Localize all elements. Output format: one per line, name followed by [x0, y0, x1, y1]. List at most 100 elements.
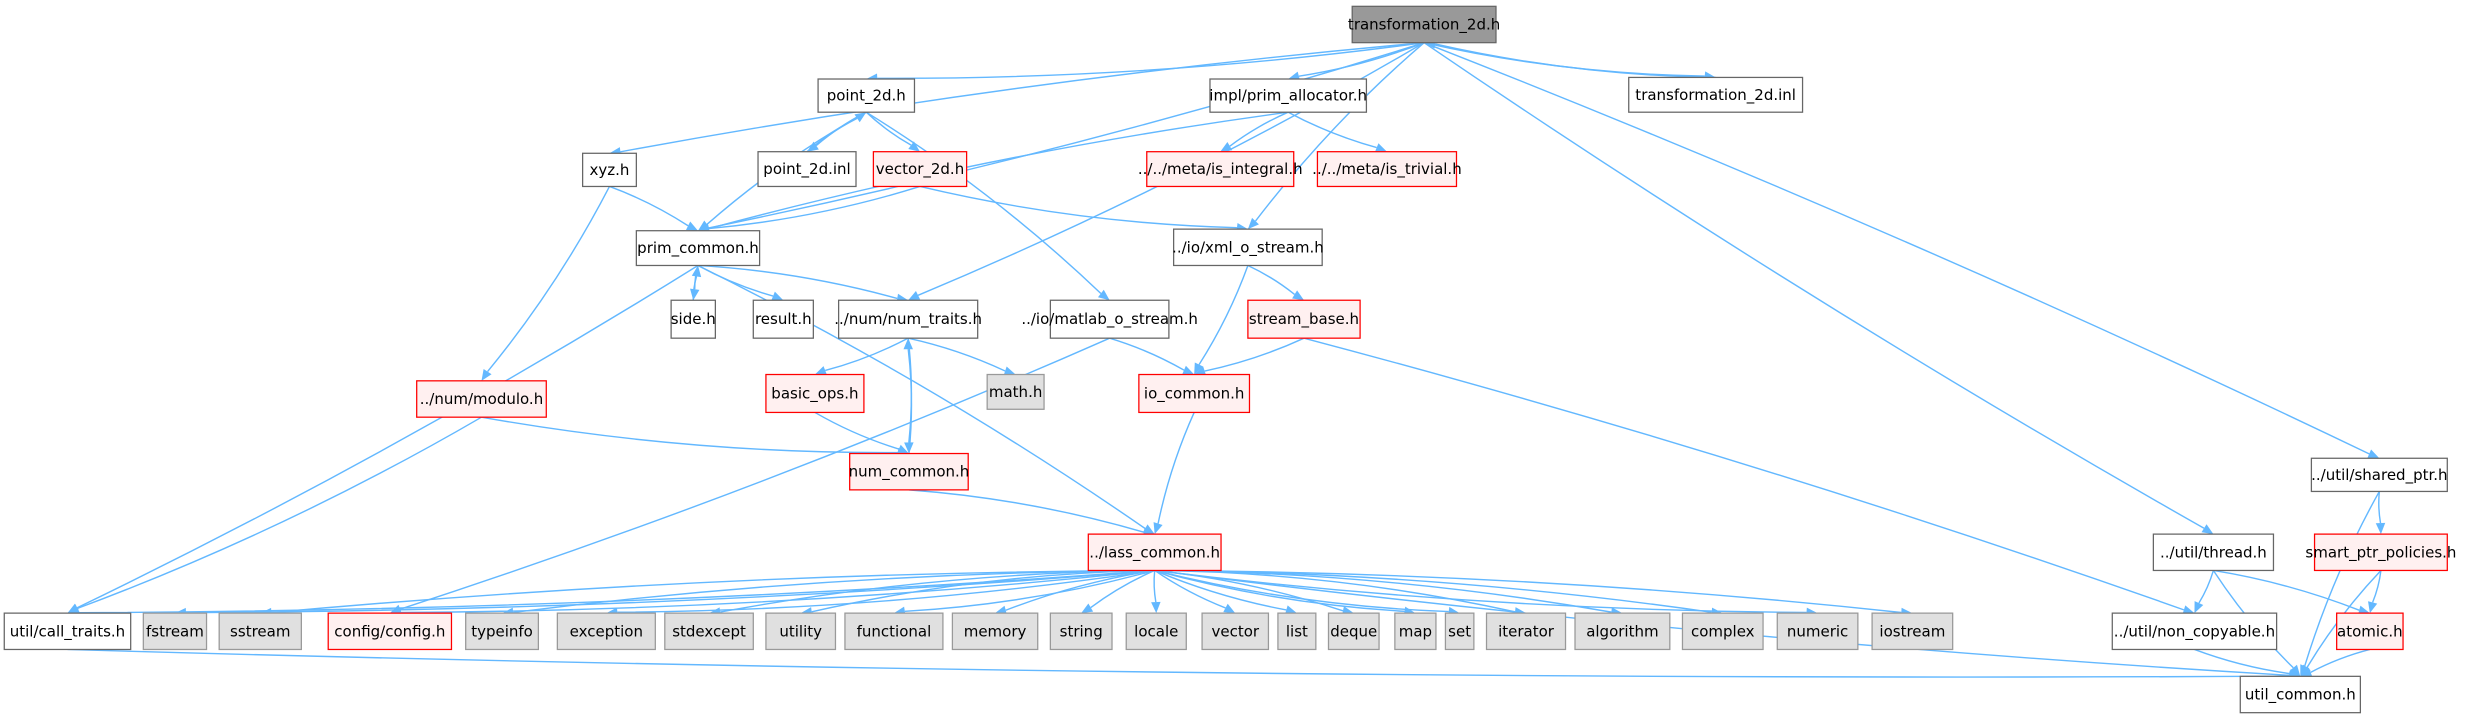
node-matlab[interactable]: ../io/matlab_o_stream.h — [1021, 299, 1198, 339]
node-label: result.h — [755, 310, 812, 328]
node-box — [951, 612, 1039, 651]
node-label: point_2d.h — [827, 87, 906, 106]
node-box — [2310, 457, 2448, 493]
node-result[interactable]: result.h — [752, 299, 814, 339]
node-box — [1444, 612, 1475, 651]
node-map[interactable]: map — [1394, 612, 1437, 651]
node-utilcommon[interactable]: util_common.h — [2239, 675, 2362, 714]
edge-iocommon-to-lass — [1157, 412, 1195, 524]
edge-lass-to-functional — [904, 569, 1155, 613]
arrowhead-icon — [690, 288, 700, 301]
node-box — [849, 452, 969, 491]
node-math[interactable]: math.h — [986, 373, 1045, 410]
node-box — [1247, 299, 1361, 339]
node-box — [1049, 299, 1170, 339]
node-memory[interactable]: memory — [951, 612, 1039, 651]
node-label: numeric — [1787, 622, 1848, 640]
node-xyz[interactable]: xyz.h — [581, 152, 637, 188]
node-sharedptr[interactable]: ../util/shared_ptr.h — [2310, 457, 2448, 493]
arrowhead-icon — [2375, 522, 2386, 535]
node-vector[interactable]: vector — [1201, 612, 1270, 651]
node-sstream[interactable]: sstream — [218, 612, 302, 651]
node-box — [817, 78, 916, 113]
node-list[interactable]: list — [1277, 612, 1317, 651]
node-prim[interactable]: prim_common.h — [635, 230, 761, 267]
node-label: point_2d.inl — [763, 160, 850, 179]
node-xml[interactable]: ../io/xml_o_stream.h — [1172, 228, 1324, 267]
node-box — [142, 612, 208, 651]
edge-calltraits-to-utilcommon — [67, 648, 2290, 678]
node-numeric[interactable]: numeric — [1776, 612, 1859, 651]
node-fstream[interactable]: fstream — [142, 612, 208, 651]
node-basicops[interactable]: basic_ops.h — [765, 373, 865, 414]
edge-streambase-to-noncopy — [1303, 337, 2185, 611]
node-modulo[interactable]: ../num/modulo.h — [416, 380, 547, 418]
node-label: util/call_traits.h — [10, 622, 125, 641]
node-deque[interactable]: deque — [1327, 612, 1380, 651]
arrowhead-icon — [1292, 290, 1304, 301]
node-label: atomic.h — [2337, 622, 2403, 640]
edge-atomic-to-utilcommon — [2310, 648, 2371, 673]
node-istriv[interactable]: ../../meta/is_trivial.h — [1312, 151, 1462, 188]
node-functional[interactable]: functional — [844, 612, 944, 651]
node-isint[interactable]: ../../meta/is_integral.h — [1138, 151, 1303, 188]
node-v2d[interactable]: vector_2d.h — [872, 151, 968, 188]
arrowhead-icon — [1194, 366, 1207, 376]
arrowhead-icon — [2201, 524, 2214, 535]
node-label: stdexcept — [672, 622, 746, 640]
node-algorithm[interactable]: algorithm — [1574, 612, 1671, 651]
edge-lass-to-exception — [617, 569, 1155, 613]
node-string[interactable]: string — [1049, 612, 1113, 651]
arrowhead-icon — [1374, 143, 1387, 152]
edge-lass-to-numeric — [1154, 569, 1807, 614]
node-iterator[interactable]: iterator — [1485, 612, 1567, 651]
node-side[interactable]: side.h — [670, 299, 716, 339]
node-p2d[interactable]: point_2d.h — [817, 78, 916, 113]
node-box — [986, 373, 1045, 410]
node-iostream[interactable]: iostream — [1871, 612, 1954, 651]
node-t2d[interactable]: transformation_2d.h — [1348, 5, 1500, 44]
node-streambase[interactable]: stream_base.h — [1247, 299, 1361, 339]
node-typeinfo[interactable]: typeinfo — [465, 612, 540, 651]
node-thread[interactable]: ../util/thread.h — [2152, 533, 2275, 572]
node-label: xyz.h — [590, 161, 630, 179]
node-atomic[interactable]: atomic.h — [2336, 612, 2404, 651]
node-label: algorithm — [1586, 622, 1658, 640]
node-iocommon[interactable]: io_common.h — [1138, 373, 1251, 414]
node-box — [2111, 612, 2278, 651]
node-p2dinl[interactable]: point_2d.inl — [757, 151, 857, 188]
node-config[interactable]: config/config.h — [327, 612, 453, 651]
node-complex[interactable]: complex — [1681, 612, 1764, 651]
node-t2dinl[interactable]: transformation_2d.inl — [1628, 76, 1804, 113]
arrowhead-icon — [2300, 664, 2311, 677]
node-label: locale — [1134, 622, 1178, 640]
node-exception[interactable]: exception — [556, 612, 656, 651]
node-box — [2313, 533, 2448, 572]
node-label: deque — [1330, 622, 1377, 640]
node-label: ../io/matlab_o_stream.h — [1021, 310, 1198, 329]
node-label: side.h — [671, 310, 716, 328]
node-locale[interactable]: locale — [1125, 612, 1187, 651]
node-utility[interactable]: utility — [765, 612, 837, 651]
edge-lass-to-sstream — [271, 569, 1155, 614]
node-box — [1201, 612, 1270, 651]
node-calltraits[interactable]: util/call_traits.h — [3, 612, 132, 651]
node-noncopy[interactable]: ../util/non_copyable.h — [2111, 612, 2278, 651]
node-numtraits[interactable]: ../num/num_traits.h — [834, 299, 982, 339]
node-stdexcept[interactable]: stdexcept — [664, 612, 754, 651]
node-label: ../num/modulo.h — [420, 390, 543, 408]
node-numcommon[interactable]: num_common.h — [849, 452, 970, 491]
edge-t2d-to-p2d — [877, 41, 1425, 80]
arrowhead-icon — [854, 112, 867, 123]
node-alloc[interactable]: impl/prim_allocator.h — [1209, 78, 1367, 113]
node-box — [765, 612, 837, 651]
node-set[interactable]: set — [1444, 612, 1475, 651]
node-smart[interactable]: smart_ptr_policies.h — [2305, 533, 2456, 572]
node-lass[interactable]: ../lass_common.h — [1087, 533, 1222, 572]
node-box — [2239, 675, 2362, 714]
node-box — [1277, 612, 1317, 651]
node-box — [465, 612, 540, 651]
edge-t2d-to-alloc — [1298, 42, 1425, 77]
node-box — [218, 612, 302, 651]
edge-streambase-to-iocommon — [1204, 337, 1305, 372]
